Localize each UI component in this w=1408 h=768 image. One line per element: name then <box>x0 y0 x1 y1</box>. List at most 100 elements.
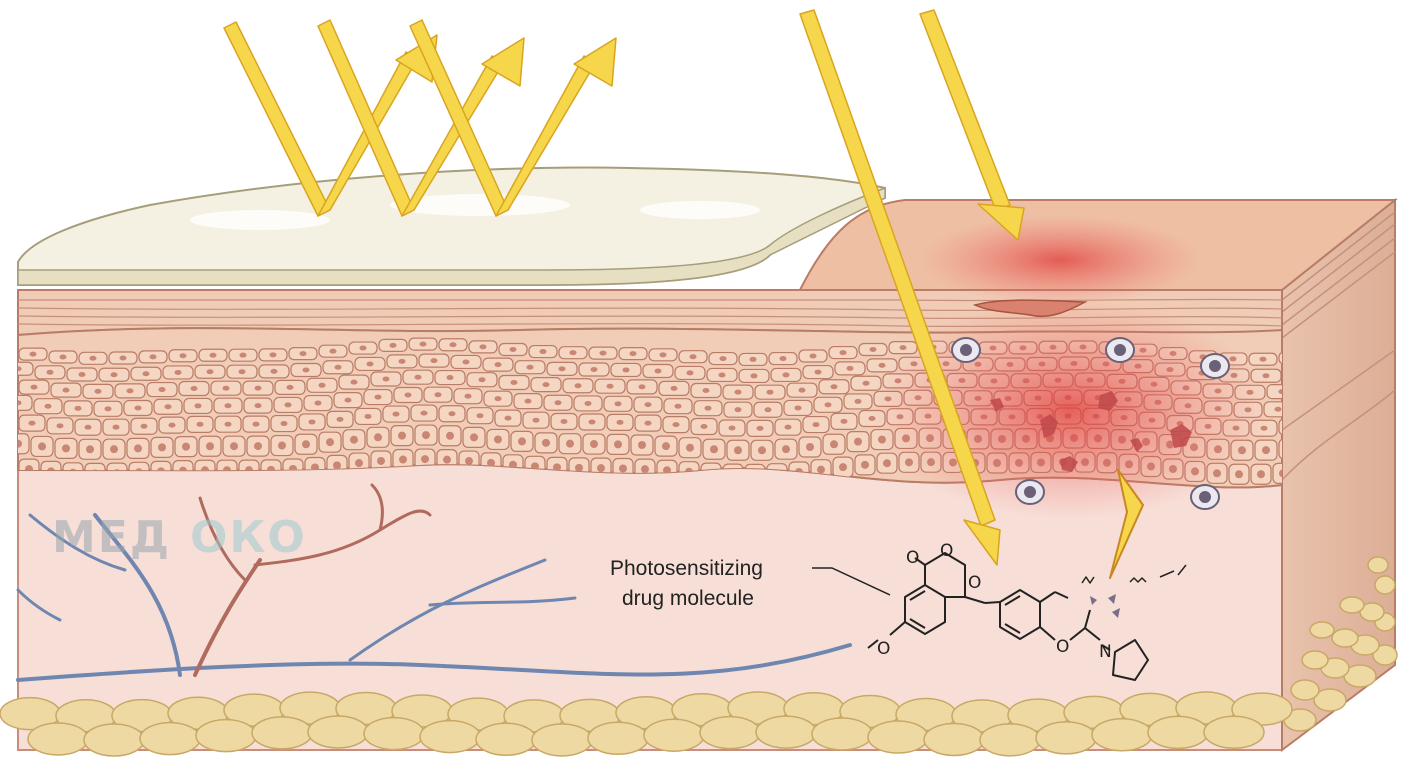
cell-nucleus <box>462 359 470 365</box>
cell-nucleus <box>644 420 652 426</box>
cell-nucleus <box>350 379 358 385</box>
cell-nucleus <box>392 411 400 417</box>
cell-nucleus <box>654 368 662 374</box>
cell-nucleus <box>539 349 547 355</box>
atom-n: N <box>1099 642 1112 662</box>
cell-nucleus <box>398 358 406 364</box>
cell-nucleus <box>1278 389 1282 395</box>
cell-nucleus <box>817 465 825 474</box>
fat-cell <box>1147 715 1209 750</box>
cell-nucleus <box>526 364 534 370</box>
cell-nucleus <box>366 361 374 367</box>
cell-nucleus <box>62 444 70 453</box>
cell-nucleus <box>269 352 277 358</box>
fat-cell <box>979 723 1041 757</box>
cell-nucleus <box>333 461 341 470</box>
cell-nucleus <box>364 413 372 419</box>
cell-nucleus <box>734 446 742 455</box>
cell-nucleus <box>569 350 577 356</box>
cell-nucleus <box>686 370 694 376</box>
cell-nucleus <box>812 422 820 428</box>
penetrating-ray <box>799 9 1001 566</box>
immune-cell <box>951 337 981 363</box>
cell-nucleus <box>606 383 614 389</box>
label-line-2: drug molecule <box>622 587 754 610</box>
cell-nucleus <box>1274 406 1282 412</box>
cell-nucleus <box>614 401 622 407</box>
cell-nucleus <box>750 373 758 379</box>
label-leader-line <box>812 567 891 596</box>
cell-nucleus <box>599 350 607 356</box>
cell-nucleus <box>487 458 495 467</box>
fat-cell <box>755 715 817 749</box>
cell-nucleus <box>239 352 247 358</box>
cell-nucleus <box>142 371 150 377</box>
side-fat-cells <box>1283 556 1398 732</box>
cell-nucleus <box>854 398 862 404</box>
cell-nucleus <box>560 418 568 424</box>
cell-nucleus <box>532 417 540 423</box>
cell-nucleus <box>670 385 678 391</box>
cell-nucleus <box>254 385 262 391</box>
cell-nucleus <box>719 356 727 362</box>
cell-nucleus <box>846 365 854 371</box>
fat-cell <box>83 723 145 757</box>
cell-nucleus <box>18 366 22 372</box>
reaction-flash-icon <box>1109 469 1144 579</box>
fat-cell <box>867 720 929 754</box>
cell-nucleus <box>584 400 592 406</box>
cell-nucleus <box>641 465 649 474</box>
cell-nucleus <box>434 392 442 398</box>
cell-nucleus <box>662 442 670 451</box>
immune-cell <box>1190 484 1220 510</box>
watermark: МЕД ОКО <box>52 512 307 563</box>
cell-nucleus <box>814 369 822 375</box>
cell-nucleus <box>798 387 806 393</box>
cell-nucleus <box>422 431 430 440</box>
atom-o1: O <box>906 548 919 568</box>
cell-nucleus <box>465 457 473 466</box>
cell-nucleus <box>252 421 260 427</box>
fat-cell <box>251 716 313 750</box>
cell-nucleus <box>238 369 246 375</box>
cell-nucleus <box>1257 470 1265 479</box>
cell-nucleus <box>700 423 708 429</box>
cell-nucleus <box>597 464 605 473</box>
cell-nucleus <box>464 393 472 399</box>
cell-nucleus <box>883 459 891 468</box>
sunscreen-layer <box>17 166 886 286</box>
cell-nucleus <box>728 425 736 431</box>
cell-nucleus <box>524 398 532 404</box>
fat-cell <box>475 722 537 756</box>
cell-nucleus <box>542 382 550 388</box>
cell-nucleus <box>374 433 382 442</box>
cell-nucleus <box>590 440 598 449</box>
fat-cell <box>1091 717 1153 752</box>
cell-nucleus <box>710 445 718 454</box>
cell-nucleus <box>509 346 517 352</box>
cell-nucleus <box>718 372 726 378</box>
cell-nucleus <box>112 424 120 430</box>
cell-nucleus <box>430 358 438 364</box>
cell-nucleus <box>419 341 427 347</box>
cell-nucleus <box>554 400 562 406</box>
cell-nucleus <box>194 403 202 409</box>
cell-nucleus <box>224 421 232 427</box>
cell-nucleus <box>168 422 176 428</box>
cell-nucleus <box>566 439 574 448</box>
cell-nucleus <box>398 431 406 440</box>
cell-nucleus <box>174 369 182 375</box>
cell-nucleus <box>74 405 82 411</box>
epidermis-cell <box>1272 462 1282 484</box>
reflected-ray <box>409 19 617 217</box>
watermark-text-2: ОКО <box>190 512 307 563</box>
cell-nucleus <box>479 344 487 350</box>
cell-nucleus <box>830 384 838 390</box>
cell-nucleus <box>644 402 652 408</box>
cell-nucleus <box>588 419 596 425</box>
cell-nucleus <box>1262 446 1270 455</box>
fat-cell <box>1203 715 1265 749</box>
immune-cells <box>951 337 1230 510</box>
cell-nucleus <box>355 459 363 468</box>
cell-nucleus <box>616 419 624 425</box>
